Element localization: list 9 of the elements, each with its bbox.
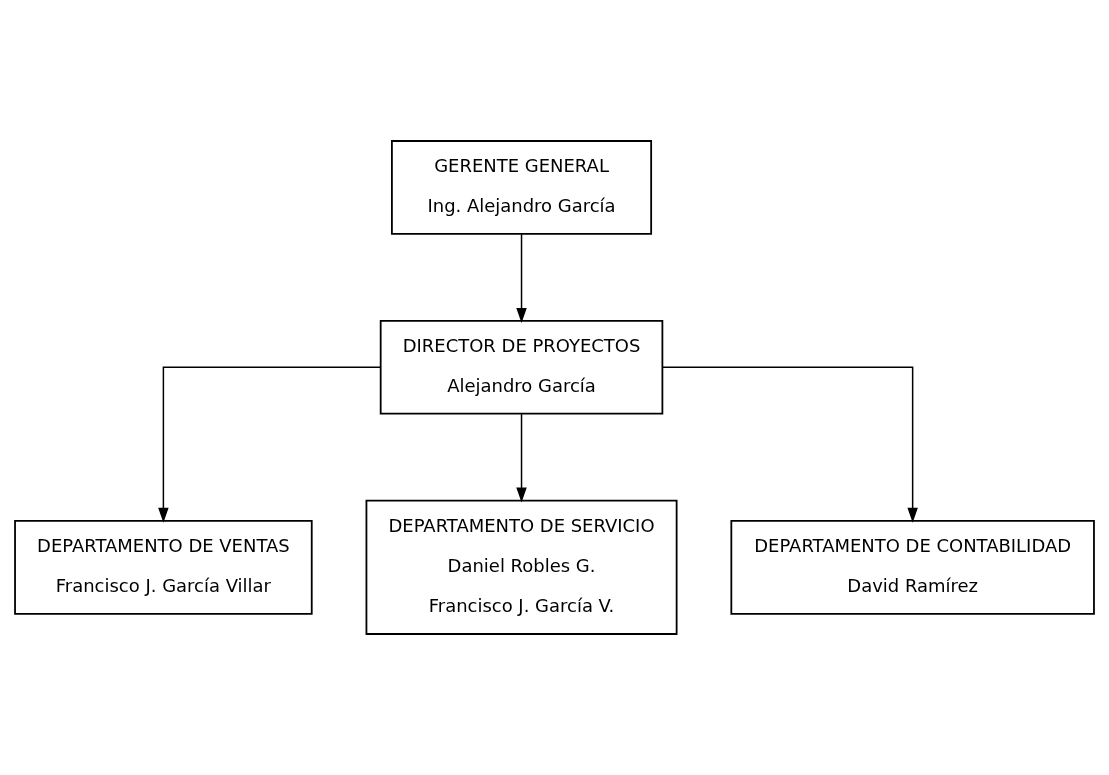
node-box: DEPARTAMENTO DE SERVICIO Daniel Robles G. Francisco J. García V. <box>365 499 678 635</box>
node-box: GERENTE GENERAL Ing. Alejandro García <box>391 140 653 235</box>
node-box: DIRECTOR DE PROYECTOS Alejandro García <box>379 319 664 415</box>
node-box: DEPARTAMENTO DE CONTABILIDAD David Ramírez <box>730 519 1095 615</box>
arrow <box>662 366 918 523</box>
arrow <box>158 366 382 523</box>
arrow <box>516 413 527 503</box>
node-box: DEPARTAMENTO DE VENTAS Francisco J. García Villar <box>14 519 313 615</box>
arrow <box>516 233 527 323</box>
